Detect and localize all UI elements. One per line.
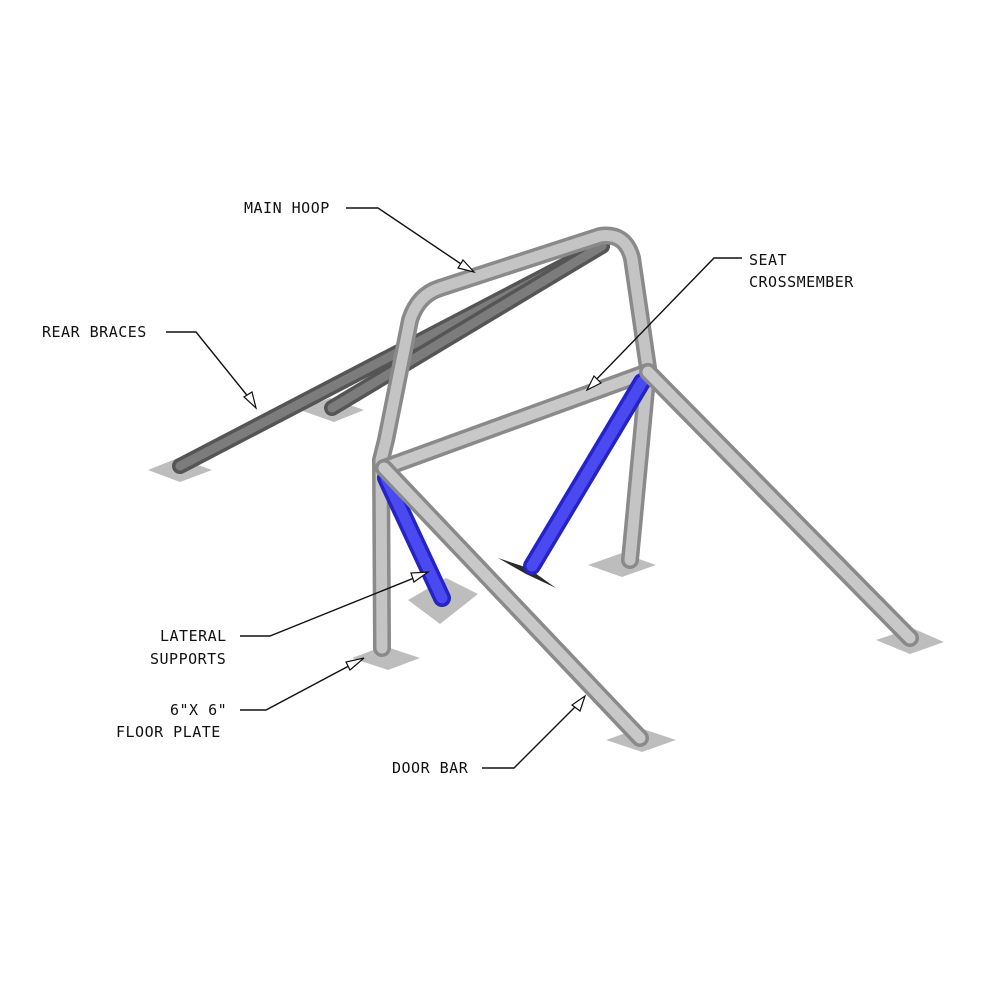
- main-hoop: [372, 226, 657, 657]
- seat-crossmember: [375, 363, 657, 477]
- label-seat-crossmember-line2: CROSSMEMBER: [749, 273, 854, 291]
- leader-seat-crossmember: [589, 257, 742, 387]
- leader-lateral-supports: [240, 573, 425, 637]
- rear-braces: [172, 238, 610, 474]
- floor-plate-front-left: [352, 646, 420, 670]
- leader-rear-braces: [166, 331, 255, 405]
- label-lateral-supports-line1: LATERAL: [160, 627, 227, 645]
- leader-door-bar: [482, 699, 583, 769]
- label-rear-braces: REAR BRACES: [42, 323, 147, 341]
- label-seat-crossmember-line1: SEAT: [749, 251, 787, 269]
- label-floor-plate-line2: FLOOR PLATE: [116, 723, 221, 741]
- door-bar: [375, 459, 649, 747]
- label-lateral-supports-line2: SUPPORTS: [150, 650, 226, 668]
- label-door-bar: DOOR BAR: [392, 759, 469, 777]
- label-main-hoop: MAIN HOOP: [244, 199, 330, 217]
- label-floor-plate-line1: 6"X 6": [170, 701, 227, 719]
- front-right-bar: [639, 363, 919, 647]
- floor-plates: [148, 398, 944, 752]
- leader-main-hoop: [346, 207, 471, 271]
- labels: MAIN HOOP REAR BRACES SEAT CROSSMEMBER L…: [42, 199, 854, 777]
- lateral-supports: [377, 373, 651, 607]
- leaders: [166, 207, 742, 769]
- leader-floor-plate: [240, 659, 361, 711]
